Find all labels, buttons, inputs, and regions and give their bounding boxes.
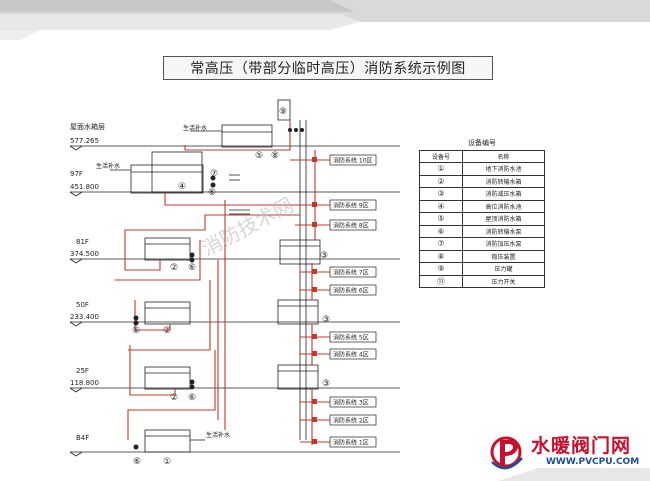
equipment-marker: ⑨ (279, 107, 287, 117)
legend-name: 消防转输水箱 (462, 174, 545, 188)
floor-elevation: 118.800 (70, 379, 99, 387)
legend-name: 消防加压水泵 (462, 237, 545, 251)
legend-no: ⑪ (419, 274, 463, 288)
equipment-marker: ③ (320, 251, 328, 261)
equipment-marker: ③ (322, 379, 330, 389)
equipment-marker: ⑥ (188, 393, 196, 403)
equipment-marker: ⑧ (271, 151, 279, 161)
floor-elevation: 374.500 (70, 250, 99, 258)
legend-name: 消防转输水泵 (462, 224, 545, 238)
zone-label: 消防系统 7区 (333, 269, 369, 277)
floor-name: 25F (76, 367, 89, 375)
supply-label: 生活补水 (96, 162, 120, 170)
legend-name: 稳压装置 (462, 249, 545, 263)
legend-no: ② (419, 174, 463, 188)
floor-name: 97F (70, 170, 83, 178)
zone-label: 消防系统 10区 (333, 157, 373, 165)
legend-name: 压力罐 (462, 262, 545, 276)
legend-name: 地下消防水池 (462, 162, 545, 176)
zone-label: 消防系统 4区 (333, 351, 369, 359)
legend-no: ⑦ (419, 237, 463, 251)
legend-no: ⑤ (419, 212, 463, 226)
floor-name: 50F (76, 301, 89, 309)
equipment-marker: ② (170, 393, 178, 403)
floor-name: 81F (76, 238, 89, 246)
equipment-marker: ④ (178, 182, 186, 192)
legend-no: ⑨ (419, 262, 463, 276)
floor-name: 屋面水箱层 (70, 122, 105, 131)
legend-name: 屋顶消防水箱 (462, 212, 545, 226)
equipment-marker: ⑥ (188, 263, 196, 273)
zone-label: 消防系统 3区 (333, 399, 369, 407)
equipment-marker: ② (163, 326, 171, 336)
floor-elevation: 577.265 (70, 137, 99, 145)
floor-name: B4F (76, 434, 89, 442)
legend-no: ⑥ (419, 224, 463, 238)
floor-elevation: 451.800 (70, 183, 99, 191)
logo-url[interactable]: WWW.PVCPU.COM (546, 457, 640, 467)
legend-title: 设备编号 (468, 139, 496, 147)
supply-label: 生活补水 (183, 124, 207, 132)
site-logo (490, 436, 650, 481)
diagram-title: 常高压（带部分临时高压）消防系统示例图 (163, 56, 493, 80)
zone-label: 消防系统 6区 (333, 287, 369, 295)
equipment-marker: ③ (322, 315, 330, 325)
equipment-marker: ⑥ (208, 188, 216, 198)
floor-elevation: 233.400 (70, 313, 99, 321)
logo-name: 水暖阀门网 (531, 435, 632, 457)
zone-label: 消防系统 8区 (333, 222, 369, 230)
zone-label: 消防系统 9区 (333, 202, 369, 210)
legend-name: 压力开关 (462, 274, 545, 288)
legend-no: ③ (419, 187, 463, 201)
legend-header-row: 设备号 名称 (419, 150, 545, 163)
equipment-marker: ⑤ (255, 151, 263, 161)
header-stripe (0, 0, 650, 40)
legend-name: 高位消防水池 (462, 199, 545, 213)
equipment-marker: ⑦ (210, 169, 218, 179)
equipment-marker: ⑥ (132, 326, 140, 336)
zone-label: 消防系统 1区 (333, 439, 369, 447)
equipment-marker: ① (163, 457, 171, 467)
legend-header-no: 设备号 (419, 150, 463, 163)
legend-no: ① (419, 162, 463, 176)
legend-no: ④ (419, 199, 463, 213)
equipment-marker: ② (170, 263, 178, 273)
zone-label: 消防系统 5区 (333, 334, 369, 342)
legend-no: ⑧ (419, 249, 463, 263)
legend-header-name: 名称 (462, 150, 545, 163)
zone-label: 消防系统 2区 (333, 417, 369, 425)
legend-name: 消防减压水箱 (462, 187, 545, 201)
supply-label: 生活补水 (206, 431, 230, 439)
equipment-marker: ⑥ (133, 457, 141, 467)
